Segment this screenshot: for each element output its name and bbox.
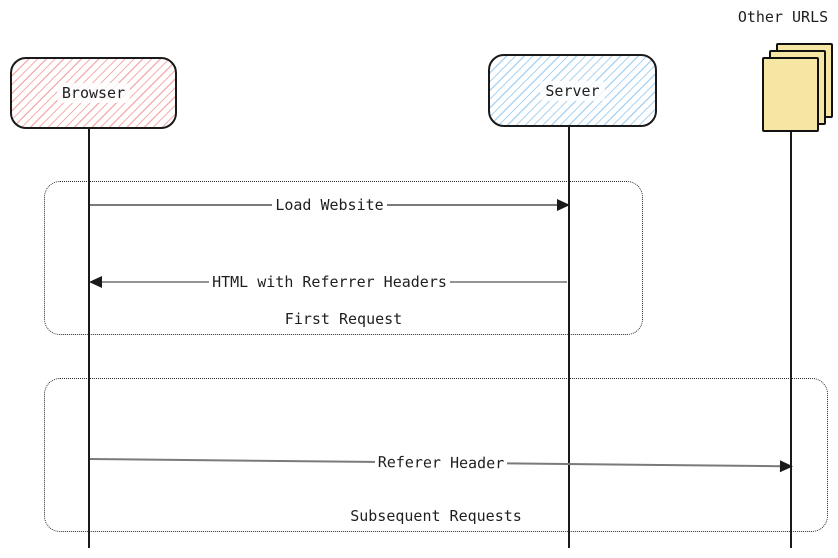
group-subsequent-requests: Subsequent Requests [44,378,828,532]
message-load-website-label: Load Website [272,196,387,214]
group-subsequent-requests-label: Subsequent Requests [350,507,522,525]
arrowhead-right-icon [557,199,570,211]
document-stack-icon [762,57,819,132]
message-html-referrer-headers-label: HTML with Referrer Headers [209,273,450,291]
actor-server-label: Server [540,80,605,101]
server-lifeline [568,127,570,548]
actor-browser: Browser [10,57,177,129]
message-html-referrer-headers: HTML with Referrer Headers [89,272,569,292]
actor-other-urls-label: Other URLS [737,8,829,26]
group-first-request-label: First Request [284,310,403,328]
arrowhead-left-icon [89,276,102,288]
browser-lifeline [88,129,90,548]
actor-server: Server [488,54,657,127]
message-load-website: Load Website [90,195,570,215]
actor-browser-label: Browser [56,83,131,103]
group-first-request: First Request [44,181,643,335]
message-referer-header-label: Referer Header [374,452,508,473]
other-urls-lifeline [790,128,792,548]
arrowhead-right-icon [779,460,794,473]
